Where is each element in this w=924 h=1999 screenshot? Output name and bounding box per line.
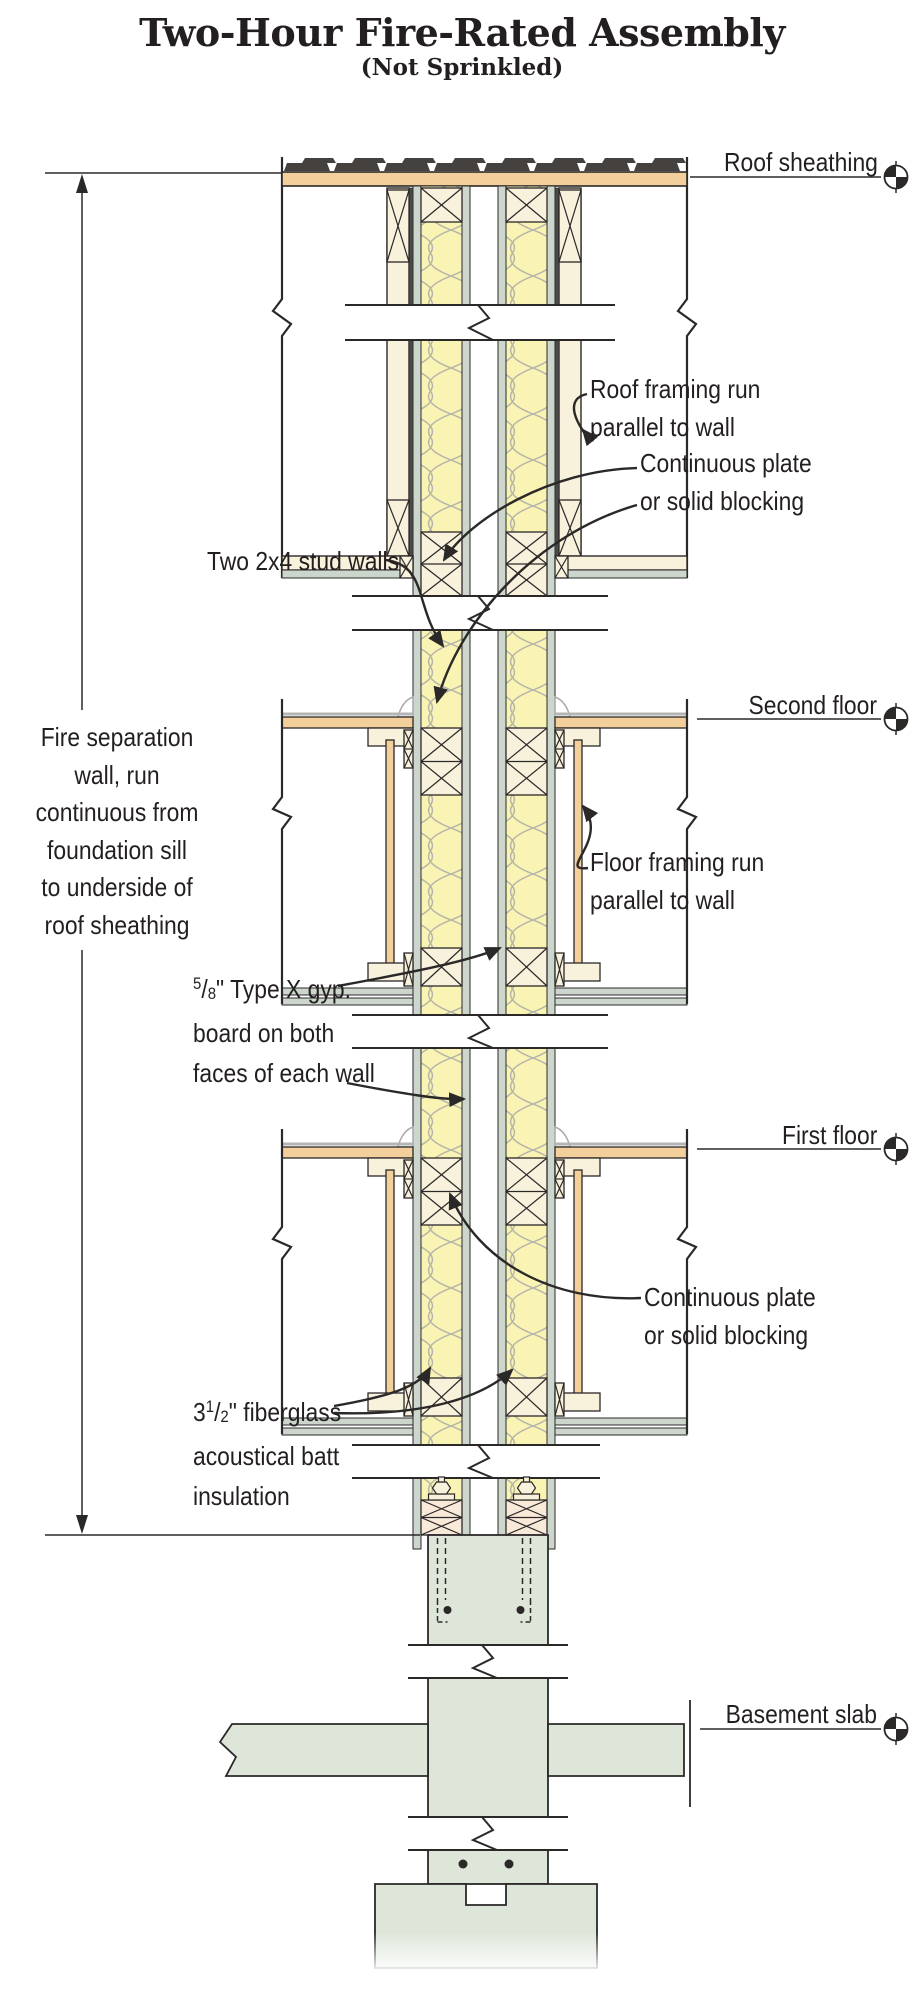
page-subtitle: (Not Sprinkled) xyxy=(360,54,564,81)
leader-insulation-b xyxy=(333,1368,514,1415)
leader-two-stud-walls xyxy=(385,558,445,648)
footing xyxy=(374,1883,598,1969)
label-first-floor: First floor xyxy=(781,1120,877,1150)
roof-sheathing xyxy=(281,158,688,187)
section-marker-second-floor xyxy=(883,706,909,732)
label-second-floor: Second floor xyxy=(748,690,877,720)
label-two-stud-walls: Two 2x4 stud walls xyxy=(207,546,400,576)
leader-cont-plate-1a xyxy=(442,466,638,562)
section-marker-first-floor xyxy=(883,1136,909,1162)
leader-floor-framing xyxy=(576,804,599,870)
label-floor-framing: Floor framing run parallel to wall xyxy=(590,847,765,915)
basement-slab xyxy=(218,1723,685,1777)
foundation-wall xyxy=(427,1534,549,1885)
leader-gyp-lower xyxy=(346,1081,467,1108)
label-basement-slab: Basement slab xyxy=(725,1699,877,1729)
label-roof-framing: Roof framing run parallel to wall xyxy=(590,374,761,442)
leader-gyp-upper xyxy=(337,946,502,988)
label-batt-insulation: 31/2" fiberglass acoustical batt insulat… xyxy=(193,1397,342,1511)
leader-roof-framing xyxy=(572,392,599,447)
section-marker-roof xyxy=(883,164,909,190)
leader-cont-plate-1b xyxy=(433,503,638,705)
leader-cont-plate-2 xyxy=(448,1192,642,1300)
label-continuous-plate-upper: Continuous plate or solid blocking xyxy=(640,448,812,516)
label-gyp-board: 5/8" Type X gyp. board on both faces of … xyxy=(193,974,375,1088)
leader-insulation-a xyxy=(333,1366,432,1408)
label-continuous-plate-lower: Continuous plate or solid blocking xyxy=(644,1282,816,1350)
page-title: Two-Hour Fire-Rated Assembly xyxy=(139,10,785,55)
label-roof-sheathing: Roof sheathing xyxy=(724,147,878,177)
label-fire-separation: Fire separation wall, run continuous fro… xyxy=(35,722,199,940)
section-marker-basement-slab xyxy=(883,1716,909,1742)
dimension-line xyxy=(76,174,88,1534)
